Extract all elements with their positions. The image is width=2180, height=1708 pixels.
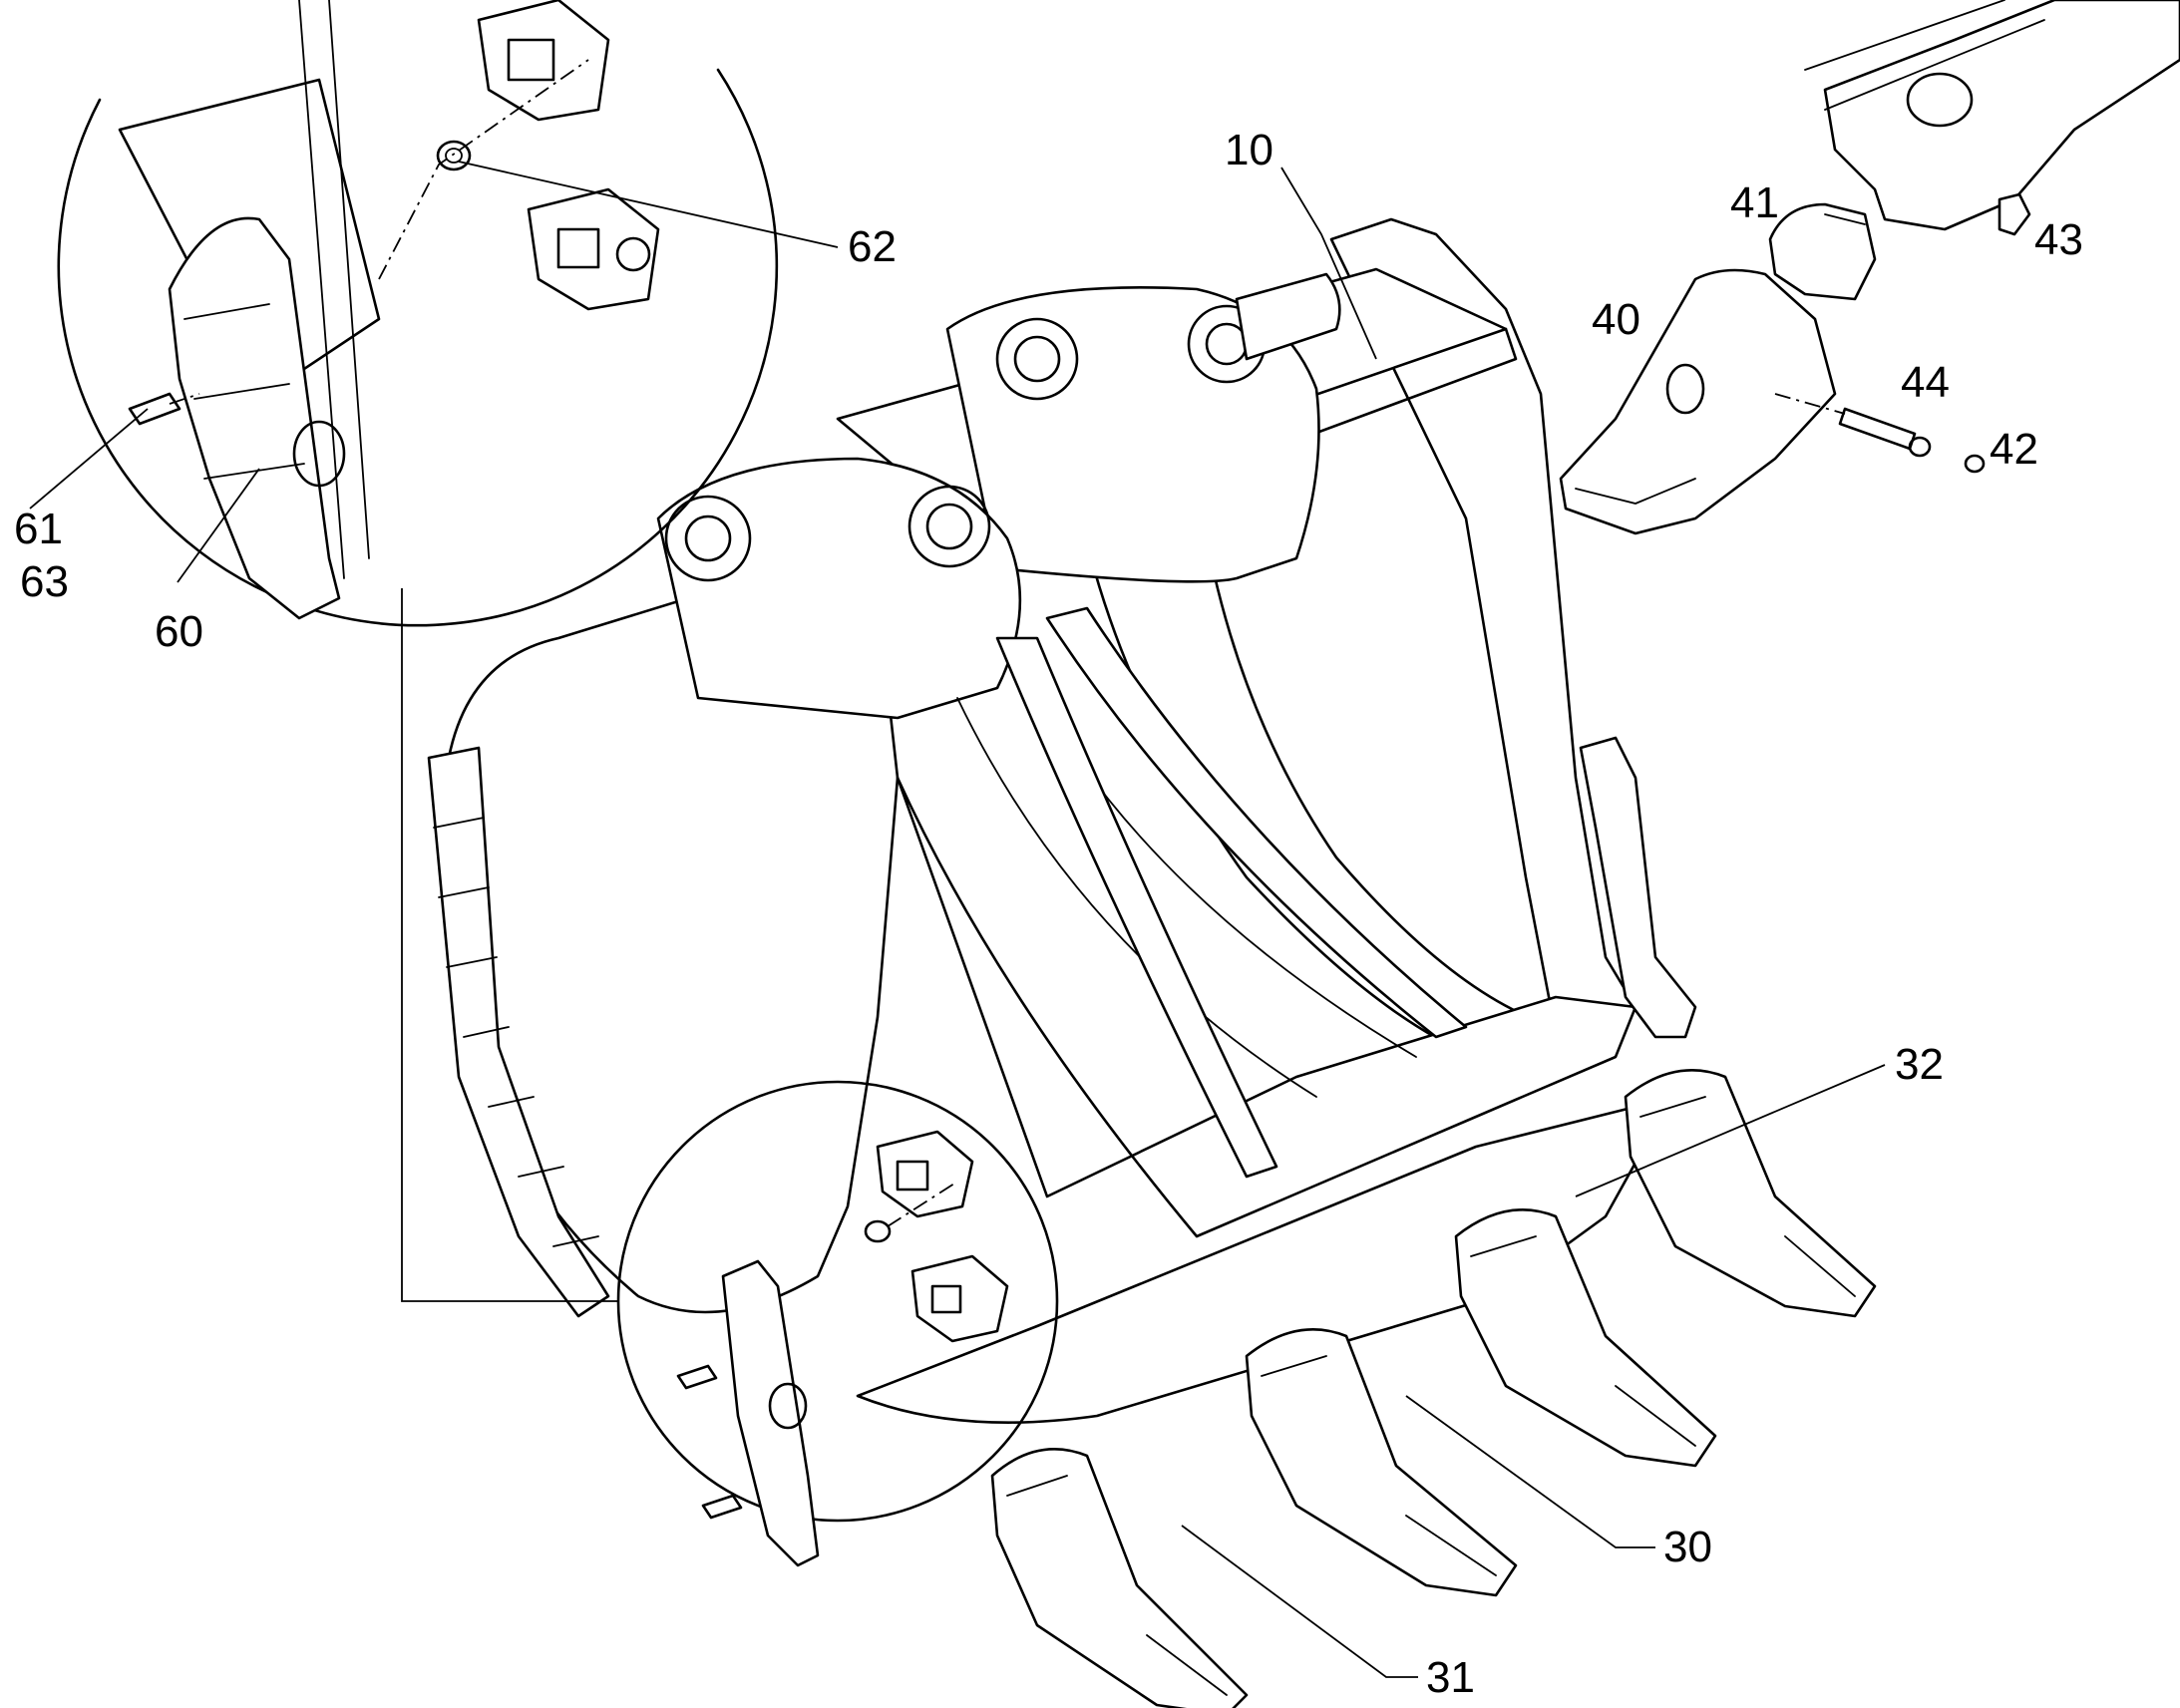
leader-31 xyxy=(1181,1525,1418,1678)
part-label-10: 10 xyxy=(1225,126,1273,174)
part-label-32: 32 xyxy=(1895,1040,1944,1089)
tooth-center-left xyxy=(1245,1328,1518,1597)
detail-connector-line xyxy=(401,588,618,1302)
detail-circle-top-left xyxy=(57,0,779,627)
bucket-teeth-row xyxy=(990,1069,1877,1708)
part-labels: 10 62 61 63 60 41 43 40 44 42 32 30 31 xyxy=(14,126,2083,1702)
part-label-60: 60 xyxy=(155,607,203,656)
part-label-43: 43 xyxy=(2034,215,2083,264)
leader-30 xyxy=(1405,1395,1655,1548)
leader-10 xyxy=(1280,167,1377,360)
detail-circle-bottom xyxy=(616,1080,1059,1567)
leader-61 xyxy=(29,408,149,510)
bucket-body xyxy=(427,217,1697,1424)
part-label-31: 31 xyxy=(1426,1653,1475,1702)
tooth-assembly-exploded xyxy=(1559,0,2180,535)
part-label-40: 40 xyxy=(1592,295,1640,344)
part-label-61: 61 xyxy=(14,505,63,553)
part-label-41: 41 xyxy=(1730,178,1779,227)
part-label-44: 44 xyxy=(1901,358,1950,407)
tooth-right xyxy=(1624,1069,1877,1318)
part-label-42: 42 xyxy=(1990,425,2038,474)
tooth-center-right xyxy=(1454,1208,1717,1468)
part-label-63: 63 xyxy=(20,557,69,606)
part-label-62: 62 xyxy=(848,222,897,271)
tooth-left xyxy=(990,1448,1249,1708)
leader-32 xyxy=(1575,1064,1886,1197)
leader-lines xyxy=(29,161,1886,1678)
part-label-30: 30 xyxy=(1663,1523,1712,1571)
leader-60 xyxy=(177,468,260,583)
leader-62 xyxy=(458,161,839,248)
